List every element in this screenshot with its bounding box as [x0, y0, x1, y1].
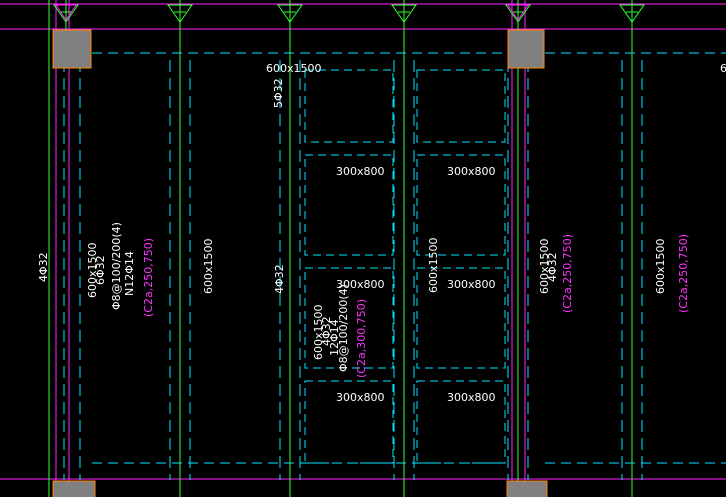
beam1-waist: N12Φ14	[123, 251, 136, 296]
panel-label-r3-b: 300x800	[447, 391, 496, 404]
support-marker-3	[277, 0, 303, 30]
beam3-bars2: 4Φ32	[320, 316, 333, 346]
horizontal-dashed-axes	[92, 52, 726, 464]
panel-label-r2-a: 300x800	[336, 278, 385, 291]
magenta-support-markers	[55, 4, 529, 21]
top-right-cut: 6	[720, 62, 726, 75]
column-bottom-mid	[506, 480, 548, 497]
beam2-size: 600x1500	[202, 238, 215, 294]
vertical-magenta-lines	[55, 0, 526, 497]
beam1-size: 600x1500	[86, 242, 99, 298]
beam1-tag: (C2a,250,750)	[142, 238, 155, 317]
top-beam-bars: 5Φ32	[272, 78, 285, 108]
beam1-stirrup: Φ8@100/200(4)	[110, 222, 123, 310]
beam3-tag: (C2a,300,750)	[355, 299, 368, 378]
support-marker-4	[391, 0, 417, 30]
column-top-mid	[507, 29, 545, 69]
beam5-size: 600x1500	[538, 238, 551, 294]
panel-label-r3-a: 300x800	[336, 391, 385, 404]
beam3-waist: 12Φ14	[328, 319, 341, 356]
panel-label-r1-b: 300x800	[447, 165, 496, 178]
left-bars-label: 4Φ32	[37, 252, 50, 282]
beam1-bars: 6Φ32	[94, 255, 107, 285]
secondary-beam-panels	[304, 69, 506, 464]
beam3-stirrup: Φ8@100/200(4)	[337, 284, 350, 372]
top-beam-size: 600x1500	[266, 62, 322, 75]
panel-label-r2-b: 300x800	[447, 278, 496, 291]
beam4-size: 600x1500	[427, 237, 440, 293]
vertical-cyan-dashed	[63, 60, 643, 480]
top-beam-lines	[0, 3, 726, 30]
beam5-bars: 4Φ32	[546, 252, 559, 282]
support-marker-6	[619, 0, 645, 30]
panel-label-r1-a: 300x800	[336, 165, 385, 178]
column-bottom-left	[52, 480, 96, 497]
beam5-tag: (C2a,250,750)	[561, 234, 574, 313]
beam3-bars: 4Φ32	[273, 264, 286, 294]
vertical-green-lines	[48, 0, 633, 497]
beam6-tag: (C2a,250,750)	[677, 234, 690, 313]
beam6-size: 600x1500	[654, 238, 667, 294]
columns	[52, 29, 548, 497]
support-marker-2	[167, 0, 193, 30]
column-top-left	[52, 29, 92, 69]
beam3-size: 600x1500	[312, 304, 325, 360]
